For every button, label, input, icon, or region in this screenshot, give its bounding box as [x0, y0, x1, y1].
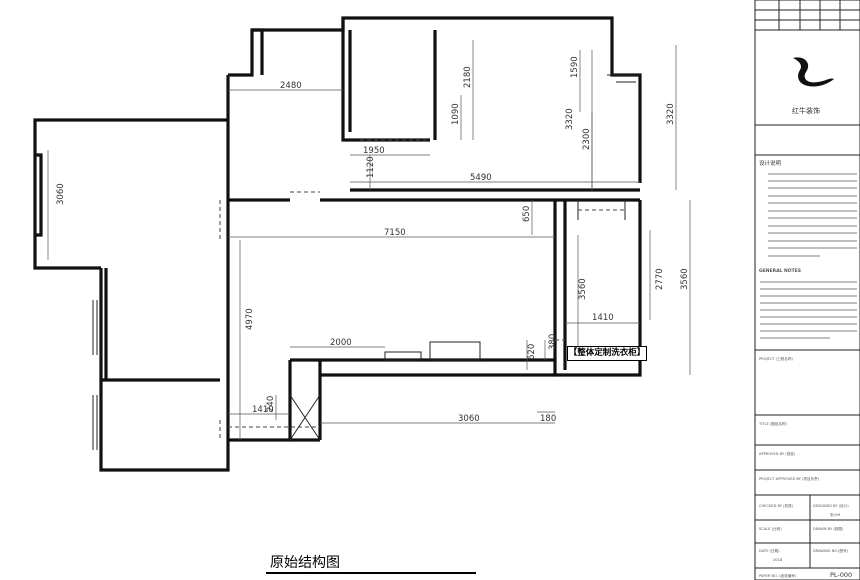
openings [219, 139, 625, 441]
company-name: 红牛装饰 [792, 106, 820, 115]
dim-620: 620 [527, 344, 537, 360]
dim-3060-b: 3060 [458, 414, 480, 424]
sheet-code: PL-000 [830, 571, 852, 579]
dimension-lines [47, 40, 691, 440]
dim-3320-a: 3320 [565, 108, 575, 130]
dim-2000: 2000 [330, 338, 352, 348]
project-approved-label: PROJECT APPROVED BY (项目负责) [759, 476, 820, 481]
callout-laundry-cabinet: 【整体定制洗衣柜】 [567, 346, 647, 361]
dim-4970: 4970 [245, 308, 255, 330]
general-notes-lines [760, 281, 857, 339]
designed-label: DESIGNED BY (设计) [813, 503, 849, 508]
company-logo [793, 57, 834, 87]
dim-3560-b: 3560 [680, 268, 690, 290]
exterior-walls [33, 16, 642, 472]
caption-underline [266, 572, 476, 574]
dimension-labels: 2480 2180 1090 1950 1120 5490 1590 3320 … [56, 56, 690, 424]
drawing-no-label: DRAWING NO.(图号) [813, 548, 849, 553]
drawn-label: DRAWN BY (制图) [813, 526, 844, 531]
dim-5490: 5490 [470, 173, 492, 183]
dim-3320-b: 3320 [666, 103, 676, 125]
scale-label: SCALE (比例) [759, 526, 782, 531]
drawing-caption: 原始结构图 [270, 555, 340, 571]
dim-1120: 1120 [366, 156, 376, 178]
dim-1590: 1590 [570, 56, 580, 78]
date-year: 2018 [773, 558, 783, 562]
title-label: TITLE (图纸名称) [758, 421, 788, 426]
dim-1090: 1090 [451, 103, 461, 125]
designer-name: 张小M [830, 512, 840, 517]
project-label: PROJECT (工程名称) [759, 356, 793, 361]
design-notes-lines [768, 173, 857, 257]
paper-label: PAPER NO. (纸张编号) [759, 573, 797, 578]
notes-heading: 设计说明 [759, 159, 782, 167]
dim-650: 650 [522, 206, 532, 222]
dim-380: 380 [548, 334, 558, 350]
dim-1410-b: 1410 [252, 405, 274, 415]
dim-1410-a: 1410 [592, 313, 614, 323]
dim-2300: 2300 [582, 128, 592, 150]
title-block: 红牛装饰 设计说明 GENERAL NOTES [754, 0, 860, 580]
dim-2770: 2770 [655, 268, 665, 290]
dim-3060-a: 3060 [56, 183, 66, 205]
dim-180: 180 [540, 414, 556, 424]
fixtures [384, 74, 640, 361]
dim-7150: 7150 [384, 228, 406, 238]
dim-240: 240 [266, 396, 276, 412]
dim-3560-a: 3560 [578, 278, 588, 300]
date-label: DATE (日期) [759, 548, 780, 553]
checked-label: CHECKED BY (校核) [759, 503, 794, 508]
approved-label: APPROVED BY (批准) [759, 451, 796, 456]
dim-1950: 1950 [363, 146, 385, 156]
general-notes-heading: GENERAL NOTES [759, 268, 801, 274]
dim-2180: 2180 [463, 66, 473, 88]
dim-2480: 2480 [280, 81, 302, 91]
